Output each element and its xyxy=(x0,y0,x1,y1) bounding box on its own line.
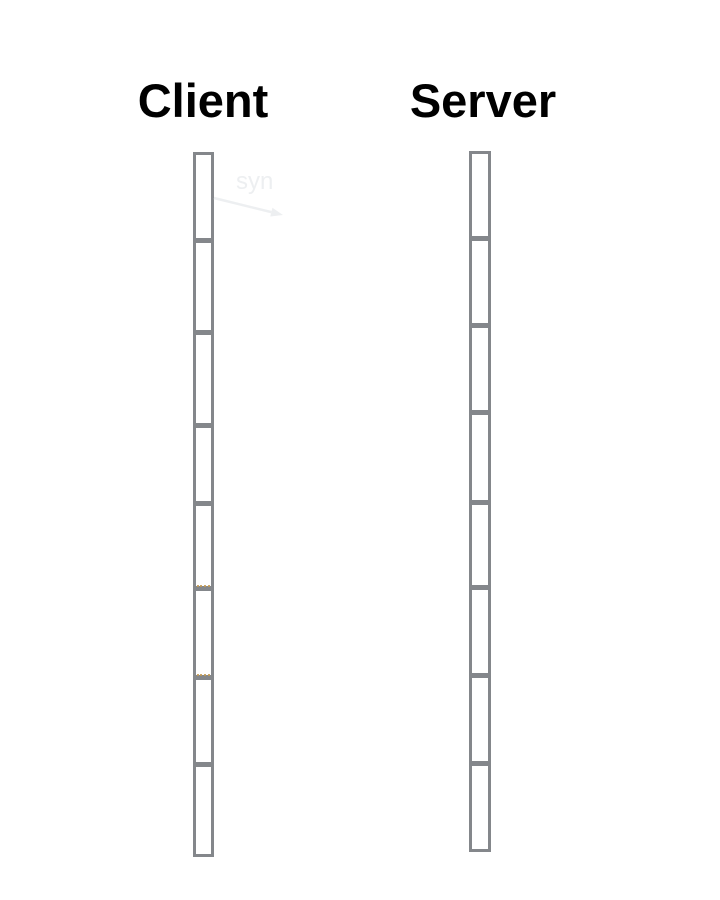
lifeline-segment-divider xyxy=(196,330,211,335)
lifeline-segment-divider xyxy=(196,762,211,767)
lifeline-segment-divider xyxy=(196,675,211,680)
lifeline-segment-divider xyxy=(196,423,211,428)
lifeline-segment-divider xyxy=(472,410,488,415)
lifeline-segment-divider xyxy=(196,501,211,506)
lifeline-segment-divider xyxy=(472,673,488,678)
actor-label-client: Client xyxy=(137,74,269,127)
divider-dots xyxy=(197,585,210,587)
lifeline-segment-divider xyxy=(472,585,488,590)
lifeline-segment-divider xyxy=(196,238,211,243)
actor-label-server: Server xyxy=(409,74,557,127)
lifeline-segment-divider xyxy=(472,500,488,505)
divider-dots xyxy=(197,674,210,676)
message-label: syn xyxy=(236,168,274,195)
lifeline-segment-divider xyxy=(472,761,488,766)
lifeline-segment-divider xyxy=(196,586,211,591)
lifeline-server xyxy=(469,151,491,852)
lifeline-segment-divider xyxy=(472,236,488,241)
lifeline-segment-divider xyxy=(472,323,488,328)
lifeline-client xyxy=(193,152,214,857)
